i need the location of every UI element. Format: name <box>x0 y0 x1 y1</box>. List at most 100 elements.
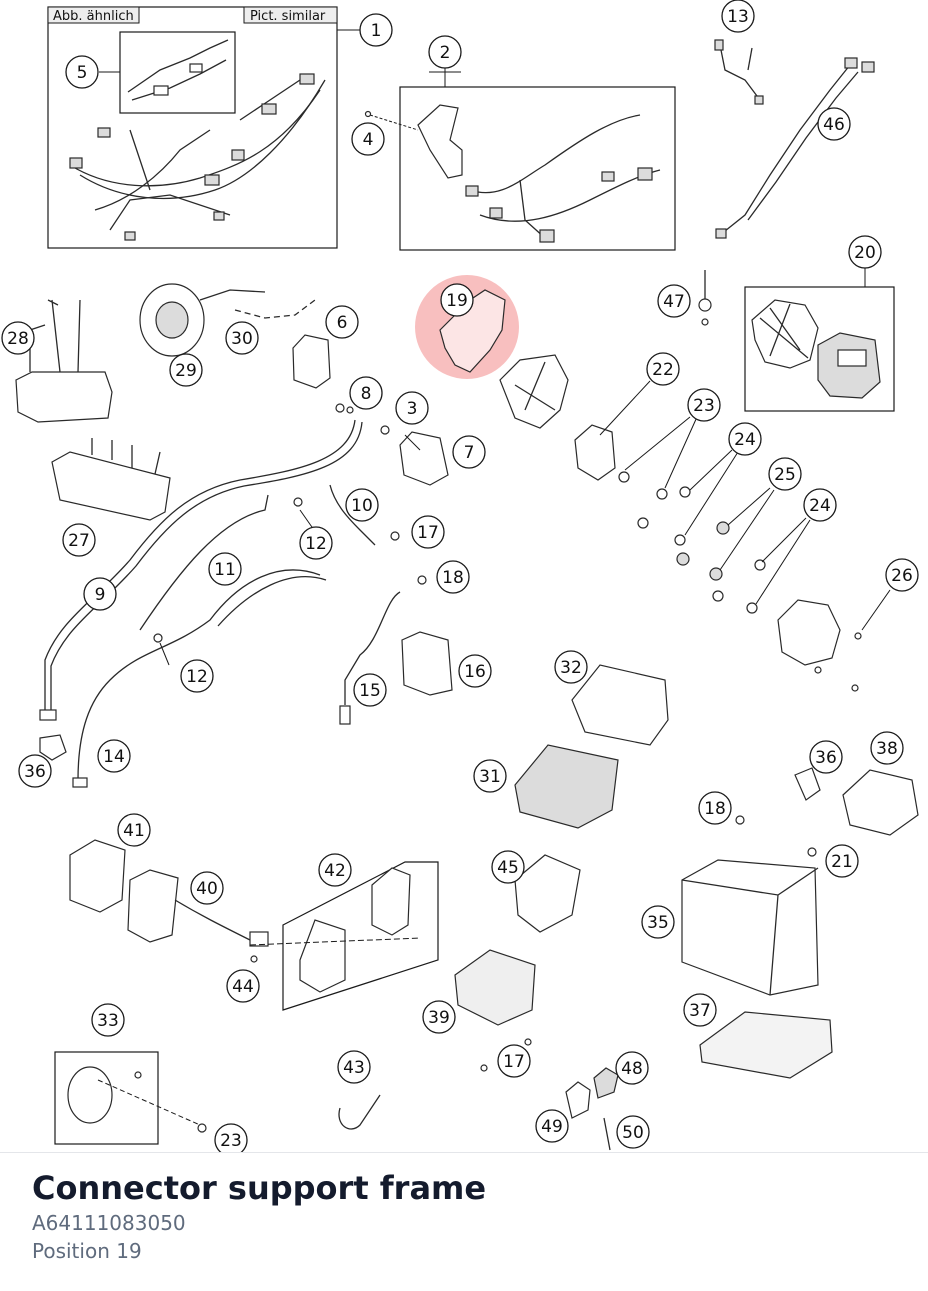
callout-18a[interactable]: 18 <box>436 560 470 594</box>
callout-28[interactable]: 28 <box>1 321 35 355</box>
callout-39[interactable]: 39 <box>422 1000 456 1034</box>
callout-27[interactable]: 27 <box>62 523 96 557</box>
svg-text:42: 42 <box>324 861 346 881</box>
svg-text:47: 47 <box>663 292 685 312</box>
svg-text:32: 32 <box>560 658 582 678</box>
svg-text:36: 36 <box>24 762 46 782</box>
svg-text:17: 17 <box>417 523 439 543</box>
svg-text:49: 49 <box>541 1117 563 1137</box>
svg-text:33: 33 <box>97 1011 119 1031</box>
callout-18b[interactable]: 18 <box>698 791 732 825</box>
svg-text:24: 24 <box>734 430 756 450</box>
callout-10[interactable]: 10 <box>345 488 379 522</box>
svg-text:18: 18 <box>442 568 464 588</box>
tag-similar-en: Pict. similar <box>243 6 338 24</box>
svg-text:40: 40 <box>196 879 218 899</box>
callout-7[interactable]: 7 <box>452 435 486 469</box>
svg-text:26: 26 <box>891 566 913 586</box>
callout-29[interactable]: 29 <box>169 353 203 387</box>
svg-text:39: 39 <box>428 1008 450 1028</box>
svg-text:2: 2 <box>440 43 451 63</box>
callout-26[interactable]: 26 <box>885 558 919 592</box>
callout-47[interactable]: 47 <box>657 284 691 318</box>
callout-42[interactable]: 42 <box>318 853 352 887</box>
callout-17b[interactable]: 17 <box>497 1044 531 1078</box>
callout-41[interactable]: 41 <box>117 813 151 847</box>
callout-43[interactable]: 43 <box>337 1050 371 1084</box>
svg-text:14: 14 <box>103 747 125 767</box>
callout-4[interactable]: 4 <box>351 122 385 156</box>
svg-text:5: 5 <box>77 63 88 83</box>
svg-text:12: 12 <box>305 534 327 554</box>
svg-text:28: 28 <box>7 329 29 349</box>
part-title: Connector support frame <box>32 1169 487 1207</box>
callout-17a[interactable]: 17 <box>411 515 445 549</box>
callout-5[interactable]: 5 <box>65 55 99 89</box>
svg-text:29: 29 <box>175 361 197 381</box>
callout-1[interactable]: 1 <box>359 13 393 47</box>
callout-44[interactable]: 44 <box>226 969 260 1003</box>
callout-15[interactable]: 15 <box>353 673 387 707</box>
tag-similar-de: Abb. ähnlich <box>47 6 140 24</box>
callout-30[interactable]: 30 <box>225 321 259 355</box>
callout-20[interactable]: 20 <box>848 235 882 269</box>
callout-11[interactable]: 11 <box>208 552 242 586</box>
svg-text:23: 23 <box>693 396 715 416</box>
svg-text:44: 44 <box>232 977 254 997</box>
callout-49[interactable]: 49 <box>535 1109 569 1143</box>
callout-32[interactable]: 32 <box>554 650 588 684</box>
svg-text:24: 24 <box>809 496 831 516</box>
part-info-panel: Connector support frame A64111083050 Pos… <box>0 1152 928 1291</box>
callout-38[interactable]: 38 <box>870 731 904 765</box>
callout-2[interactable]: 2 <box>428 35 462 69</box>
callout-40[interactable]: 40 <box>190 871 224 905</box>
callout-12a[interactable]: 12 <box>299 526 333 560</box>
callout-35[interactable]: 35 <box>641 905 675 939</box>
callout-8[interactable]: 8 <box>349 376 383 410</box>
callout-23b[interactable]: 23 <box>214 1123 248 1152</box>
callout-24b[interactable]: 24 <box>803 488 837 522</box>
callout-36a[interactable]: 36 <box>18 754 52 788</box>
connector-support-frame-19[interactable] <box>439 289 506 373</box>
svg-text:48: 48 <box>621 1059 643 1079</box>
callout-6[interactable]: 6 <box>325 305 359 339</box>
svg-text:36: 36 <box>815 748 837 768</box>
callout-21[interactable]: 21 <box>825 844 859 878</box>
callout-37[interactable]: 37 <box>683 993 717 1027</box>
callout-23a[interactable]: 23 <box>687 388 721 422</box>
callout-48[interactable]: 48 <box>615 1051 649 1085</box>
callout-33[interactable]: 33 <box>91 1003 125 1037</box>
svg-text:4: 4 <box>363 130 374 150</box>
callout-50[interactable]: 50 <box>616 1115 650 1149</box>
callout-46[interactable]: 46 <box>817 107 851 141</box>
sub-harness-group <box>399 86 676 251</box>
callout-12b[interactable]: 12 <box>180 659 214 693</box>
callout-3[interactable]: 3 <box>395 391 429 425</box>
callout-16[interactable]: 16 <box>458 654 492 688</box>
svg-text:45: 45 <box>497 858 519 878</box>
callout-19[interactable]: 19 <box>440 283 474 317</box>
svg-text:27: 27 <box>68 531 90 551</box>
callout-36b[interactable]: 36 <box>809 740 843 774</box>
svg-text:1: 1 <box>371 21 382 41</box>
callout-13[interactable]: 13 <box>721 0 755 33</box>
callout-24a[interactable]: 24 <box>728 422 762 456</box>
callout-25[interactable]: 25 <box>768 457 802 491</box>
svg-text:43: 43 <box>343 1058 365 1078</box>
svg-text:31: 31 <box>479 767 501 787</box>
callout-9[interactable]: 9 <box>83 577 117 611</box>
svg-text:38: 38 <box>876 739 898 759</box>
svg-text:12: 12 <box>186 667 208 687</box>
svg-text:50: 50 <box>622 1123 644 1143</box>
svg-text:23: 23 <box>220 1131 242 1151</box>
svg-text:6: 6 <box>337 313 348 333</box>
svg-text:16: 16 <box>464 662 486 682</box>
svg-text:7: 7 <box>464 443 475 463</box>
callout-22[interactable]: 22 <box>646 352 680 386</box>
callout-14[interactable]: 14 <box>97 739 131 773</box>
svg-text:Pict. similar: Pict. similar <box>250 9 326 24</box>
callout-45[interactable]: 45 <box>491 850 525 884</box>
leader-lines <box>99 29 891 666</box>
callout-31[interactable]: 31 <box>473 759 507 793</box>
svg-text:11: 11 <box>214 560 236 580</box>
